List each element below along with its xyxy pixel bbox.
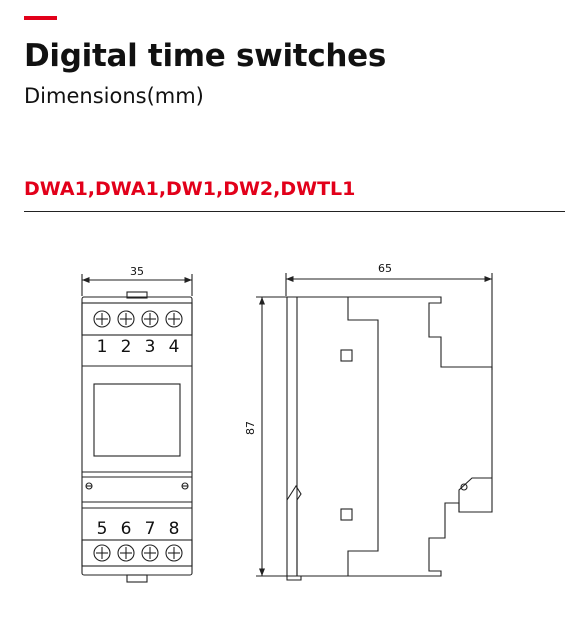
model-list: DWA1,DWA1,DW1,DW2,DWTL1 <box>24 178 356 200</box>
screw-terminal-icon <box>141 310 159 328</box>
screw-terminal-icon <box>93 310 111 328</box>
screw-terminal-icon <box>165 544 183 562</box>
side-window <box>340 349 353 362</box>
accent-bar <box>24 16 57 20</box>
top-screws <box>93 310 183 328</box>
side-profile-outline <box>286 296 493 577</box>
terminal-label-6: 6 <box>121 519 132 539</box>
terminal-label-1: 1 <box>97 337 108 357</box>
screw-terminal-icon <box>93 544 111 562</box>
terminal-label-7: 7 <box>145 519 156 539</box>
front-view <box>81 274 193 583</box>
terminal-label-5: 5 <box>97 519 108 539</box>
page-title: Digital time switches <box>24 38 387 74</box>
screw-terminal-icon <box>117 544 135 562</box>
screw-terminal-icon <box>117 310 135 328</box>
terminal-label-3: 3 <box>145 337 156 357</box>
terminal-label-4: 4 <box>169 337 180 357</box>
side-view <box>256 273 493 581</box>
height-label: 87 <box>244 421 257 435</box>
screw-terminal-icon <box>165 310 183 328</box>
width-label: 35 <box>130 265 144 278</box>
side-window <box>340 508 353 521</box>
display-window <box>93 383 181 457</box>
terminal-label-8: 8 <box>169 519 180 539</box>
bottom-screws <box>93 544 183 562</box>
cover-screw-icon <box>85 482 93 490</box>
depth-label: 65 <box>378 262 392 275</box>
terminal-label-2: 2 <box>121 337 132 357</box>
screw-terminal-icon <box>141 544 159 562</box>
divider <box>24 211 565 212</box>
page-subtitle: Dimensions(mm) <box>24 84 204 108</box>
cover-screw-icon <box>181 482 189 490</box>
